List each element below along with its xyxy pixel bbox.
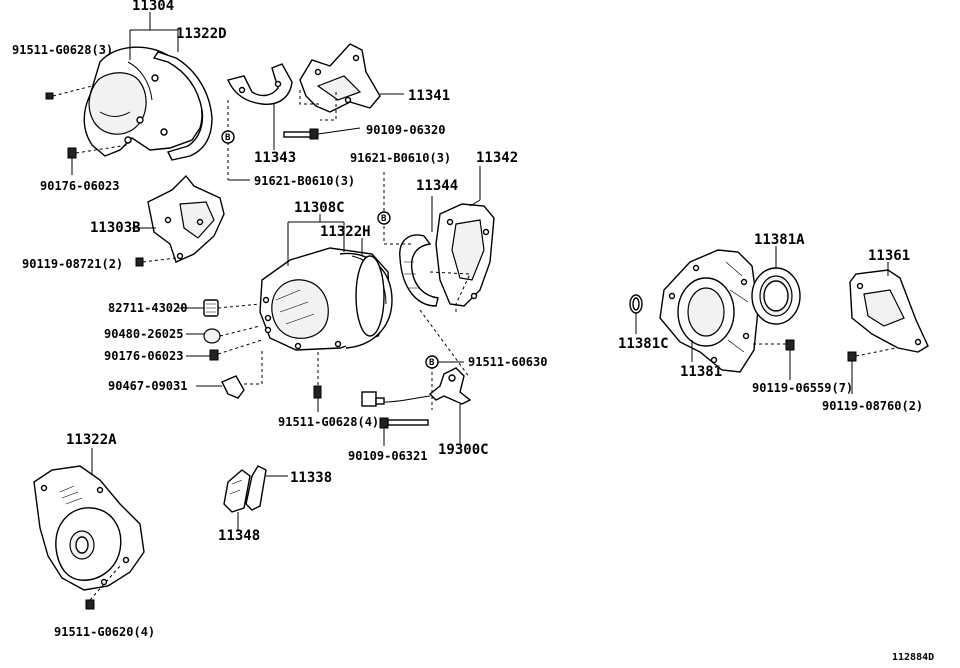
label-11308C: 11308C bbox=[294, 200, 345, 216]
part-sensor-connector bbox=[361, 391, 431, 407]
label-91511-G0620-4: 91511-G0620(4) bbox=[54, 625, 155, 639]
part-11304-upper-cover bbox=[83, 46, 213, 161]
label-11343: 11343 bbox=[254, 150, 296, 166]
label-11342: 11342 bbox=[476, 150, 518, 166]
label-11322A: 11322A bbox=[66, 432, 117, 448]
drawing-code: 112884D bbox=[892, 652, 934, 663]
label-11304: 11304 bbox=[132, 0, 174, 14]
label-90176-06023-a: 90176-06023 bbox=[40, 179, 119, 193]
bolt-90109-06320 bbox=[283, 127, 361, 140]
label-90480-26025: 90480-26025 bbox=[104, 327, 183, 341]
part-11343-bracket bbox=[227, 63, 293, 105]
label-11322H: 11322H bbox=[320, 224, 371, 240]
part-90176-06023-bolt bbox=[186, 339, 263, 361]
part-11338-gasket bbox=[245, 465, 288, 511]
part-11381A-oil-seal bbox=[751, 267, 801, 325]
part-11361-plate bbox=[849, 269, 929, 353]
marker-b-2-text: B bbox=[381, 214, 387, 224]
part-11381C-o-ring bbox=[629, 294, 643, 334]
part-90480-26025-grommet bbox=[186, 325, 261, 344]
label-90176-06023-b: 90176-06023 bbox=[104, 349, 183, 363]
label-11381C: 11381C bbox=[618, 336, 669, 352]
bolt-91511-G0620 bbox=[85, 565, 121, 610]
bolt-90119-06559 bbox=[752, 339, 795, 380]
label-11348: 11348 bbox=[218, 528, 260, 544]
part-82711-43020-clip bbox=[178, 299, 261, 317]
label-90109-06320: 90109-06320 bbox=[366, 123, 445, 137]
part-11341-cover bbox=[299, 43, 381, 113]
marker-b-2 bbox=[377, 211, 391, 225]
label-90109-06321: 90109-06321 bbox=[348, 449, 427, 463]
part-19300C-sensor bbox=[428, 367, 472, 444]
part-11381-retainer bbox=[659, 249, 759, 373]
label-11341: 11341 bbox=[408, 88, 450, 104]
label-82711-43020: 82711-43020 bbox=[108, 301, 187, 315]
label-11322D: 11322D bbox=[176, 26, 227, 42]
label-11338: 11338 bbox=[290, 470, 332, 486]
bolt-90119-08721 bbox=[135, 257, 177, 267]
label-90119-08760-2: 90119-08760(2) bbox=[822, 399, 923, 413]
label-11381A: 11381A bbox=[754, 232, 805, 248]
part-11322A-lower-cover bbox=[33, 465, 145, 591]
label-11344: 11344 bbox=[416, 178, 458, 194]
part-11308C-housing bbox=[259, 247, 393, 351]
label-19300C: 19300C bbox=[438, 442, 489, 458]
label-11303B: 11303B bbox=[90, 220, 141, 236]
marker-b-1 bbox=[221, 130, 235, 144]
label-91511-G0628-4: 91511-G0628(4) bbox=[278, 415, 379, 429]
bolt-91511-G0628-lower bbox=[313, 352, 322, 412]
bolt-90109-06321 bbox=[379, 417, 429, 446]
bolt-90119-08760 bbox=[847, 347, 897, 394]
part-11344-bracket bbox=[399, 234, 439, 307]
label-91511-60630: 91511-60630 bbox=[468, 355, 547, 369]
part-11342-bracket bbox=[435, 203, 495, 307]
part-11303B-cover bbox=[147, 174, 225, 263]
marker-b-3-text: B bbox=[429, 358, 435, 368]
label-90119-06559-7: 90119-06559(7) bbox=[752, 381, 853, 395]
label-11361: 11361 bbox=[868, 248, 910, 264]
label-90467-09031: 90467-09031 bbox=[108, 379, 187, 393]
label-91621-B0610-3-a: 91621-B0610(3) bbox=[254, 174, 355, 188]
part-90467-09031-clamp bbox=[196, 350, 263, 399]
label-90119-08721-2: 90119-08721(2) bbox=[22, 257, 123, 271]
part-11348-plate bbox=[223, 469, 251, 530]
bolt-90176-06023-upper bbox=[67, 144, 129, 175]
marker-b-1-text: B bbox=[225, 133, 231, 143]
label-11381: 11381 bbox=[680, 364, 722, 380]
label-91511-G0628-3: 91511-G0628(3) bbox=[12, 43, 113, 57]
label-91621-B0610-3-b: 91621-B0610(3) bbox=[350, 151, 451, 165]
bolt-91511-G0628-upper bbox=[45, 85, 93, 100]
